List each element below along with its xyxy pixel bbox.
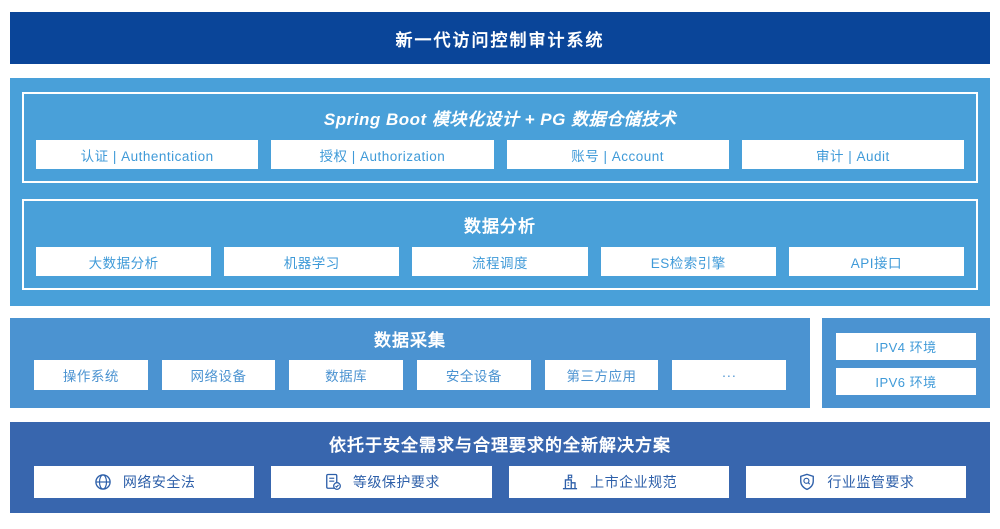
page-title: 新一代访问控制审计系统 (395, 30, 605, 50)
module-box-ml: 机器学习 (224, 247, 400, 276)
solution-box-classified-protection: 等级保护要求 (271, 466, 492, 498)
analysis-module-row: 大数据分析 机器学习 流程调度 ES检索引擎 API接口 (36, 247, 965, 276)
solution-row: 网络安全法 等级保护要求 (34, 466, 966, 498)
platform-panel: Spring Boot 模块化设计 + PG 数据仓储技术 认证 | Authe… (10, 78, 990, 306)
module-box-audit: 审计 | Audit (741, 140, 964, 169)
solution-label: 网络安全法 (122, 474, 196, 490)
document-check-icon (323, 472, 343, 492)
solution-panel: 依托于安全需求与合理要求的全新解决方案 网络安全法 (10, 422, 990, 513)
module-box-authorization: 授权 | Authorization (271, 140, 494, 169)
solution-label: 行业监管要求 (827, 474, 915, 490)
module-box-api: API接口 (788, 247, 965, 276)
data-analysis-section-title: 数据分析 (464, 217, 536, 236)
source-row: 操作系统 网络设备 数据库 安全设备 第三方应用 ··· (34, 360, 787, 390)
solution-box-cyber-law: 网络安全法 (34, 466, 255, 498)
env-box-ipv4: IPV4 环境 (836, 333, 976, 360)
module-box-workflow: 流程调度 (412, 247, 588, 276)
source-box-network-device: 网络设备 (161, 360, 276, 390)
env-box-ipv6: IPV6 环境 (836, 368, 976, 395)
source-box-thirdparty: 第三方应用 (544, 360, 659, 390)
solution-label: 上市企业规范 (590, 474, 678, 490)
shield-search-icon (797, 472, 817, 492)
data-analysis-section: 数据分析 大数据分析 机器学习 流程调度 ES检索引擎 API接口 (22, 199, 978, 290)
module-box-account: 账号 | Account (506, 140, 729, 169)
solution-title: 依托于安全需求与合理要求的全新解决方案 (329, 436, 671, 455)
source-box-more: ··· (672, 360, 787, 390)
spring-boot-section: Spring Boot 模块化设计 + PG 数据仓储技术 认证 | Authe… (22, 92, 978, 183)
module-box-authentication: 认证 | Authentication (36, 140, 259, 169)
solution-box-listed-company: 上市企业规范 (508, 466, 729, 498)
solution-label: 等级保护要求 (352, 474, 440, 490)
collection-row: 数据采集 操作系统 网络设备 数据库 安全设备 第三方应用 ··· IPV4 环… (10, 318, 990, 408)
title-banner: 新一代访问控制审计系统 (10, 12, 990, 64)
module-box-bigdata: 大数据分析 (36, 247, 212, 276)
solution-box-industry-regulation: 行业监管要求 (745, 466, 966, 498)
module-box-es: ES检索引擎 (600, 247, 776, 276)
spring-boot-section-title: Spring Boot 模块化设计 + PG 数据仓储技术 (323, 110, 677, 129)
source-box-security-device: 安全设备 (417, 360, 531, 390)
spring-module-row: 认证 | Authentication 授权 | Authorization 账… (36, 140, 964, 169)
globe-icon (93, 472, 113, 492)
data-collection-panel: 数据采集 操作系统 网络设备 数据库 安全设备 第三方应用 ··· (10, 318, 810, 408)
environment-panel: IPV4 环境 IPV6 环境 (822, 318, 990, 408)
data-collection-title: 数据采集 (374, 331, 446, 350)
source-box-database: 数据库 (289, 360, 404, 390)
building-icon (560, 472, 580, 492)
source-box-os: 操作系统 (34, 360, 148, 390)
